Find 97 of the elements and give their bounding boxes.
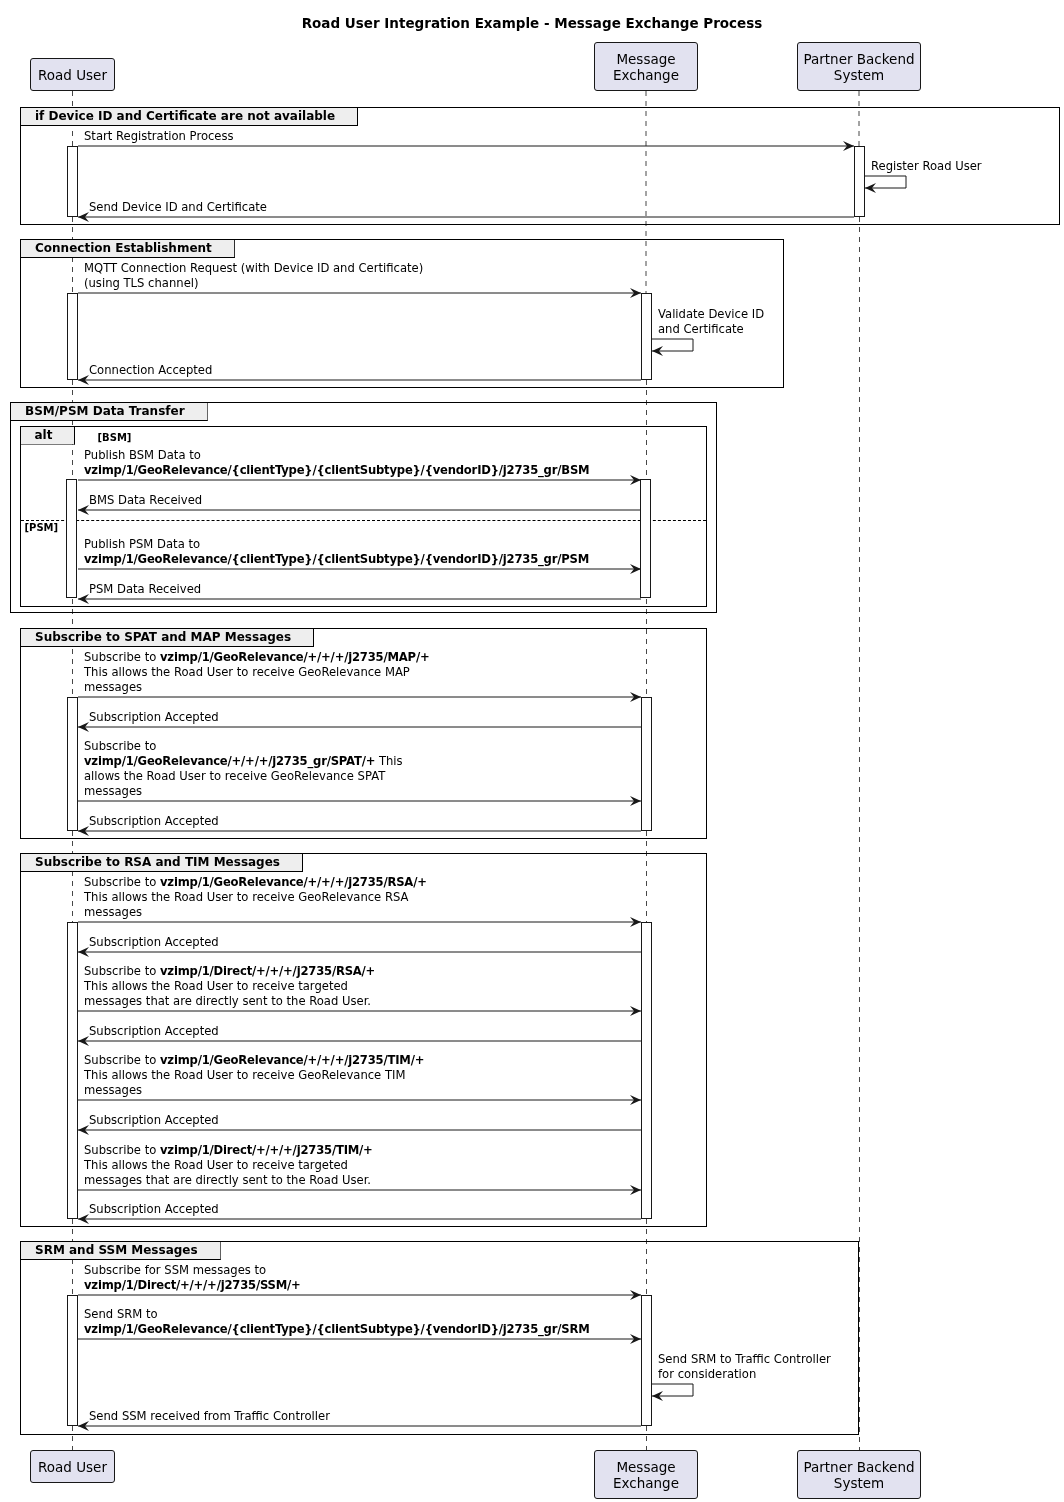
message-label: Subscription Accepted (89, 1202, 219, 1217)
message-label: Subscribe for SSM messages to vzimp/1/Direct/+/+/+/j2735/SSM/+ (84, 1263, 302, 1293)
message-label: Publish BSM Data to vzimp/1/GeoRelevance/{clientType}/{clientSubtype}/{vendorID}/j2735_gr/BSM (84, 448, 591, 478)
message-arrow (77, 1421, 642, 1431)
message-arrow (77, 1125, 642, 1135)
lifeline (72, 1218, 73, 1296)
message-label: MQTT Connection Request (with Device ID and Certificate) (using TLS channel) (84, 261, 425, 291)
lifeline (646, 830, 647, 923)
participant-box: Road User (30, 1450, 115, 1483)
message-label: Start Registration Process (84, 129, 234, 144)
message-label: Subscription Accepted (89, 935, 219, 950)
participant-box: Message Exchange (594, 1450, 698, 1499)
message-arrow (77, 1036, 642, 1046)
message-arrow (77, 375, 642, 385)
message-label: Send Device ID and Certificate (89, 200, 267, 215)
activation-bar (66, 292, 78, 380)
activation-bar (66, 145, 78, 217)
lifeline (645, 90, 647, 294)
message-label: Subscription Accepted (89, 710, 219, 725)
message-label: Subscription Accepted (89, 1113, 219, 1128)
activation-bar (853, 145, 865, 217)
group-frame (20, 628, 707, 839)
message-label: Subscribe to vzimp/1/GeoRelevance/+/+/+/j2735/RSA/+ This allows the Road User to receive GeoRelevance RSA messages (84, 875, 428, 920)
activation-bar (66, 696, 78, 831)
guard-condition: [BSM] (97, 431, 132, 444)
group-frame (20, 239, 784, 388)
message-arrow (77, 141, 855, 151)
message-label: Send SRM to Traffic Controller for consideration (658, 1352, 832, 1382)
activation-bar (640, 1294, 652, 1426)
message-arrow (77, 917, 642, 927)
group-frame (19, 425, 707, 607)
lifeline (646, 1425, 647, 1451)
group-frame (20, 853, 707, 1227)
message-arrow (77, 564, 642, 574)
lifeline (859, 216, 860, 1451)
frame-title: Connection Establishment (21, 240, 235, 258)
participant-box: Partner Backend System (797, 42, 921, 91)
message-arrow (77, 1290, 642, 1300)
message-label: Subscription Accepted (89, 1024, 219, 1039)
participant-box: Message Exchange (594, 42, 698, 91)
frame-title: if Device ID and Certificate are not available (21, 108, 359, 126)
message-arrow (77, 475, 642, 485)
message-arrow (77, 505, 642, 515)
message-label: Register Road User (871, 159, 982, 174)
activation-bar (66, 1294, 78, 1426)
self-message-arrow (651, 338, 694, 356)
participant-box: Road User (30, 58, 115, 91)
group-frame (20, 1241, 859, 1435)
lifeline (72, 216, 73, 294)
self-message-arrow (651, 1383, 694, 1401)
lifeline (72, 830, 73, 923)
guard-condition: [PSM] (24, 521, 59, 534)
message-label: Connection Accepted (89, 363, 213, 378)
frame-title: Subscribe to SPAT and MAP Messages (21, 629, 315, 647)
frame-title: BSM/PSM Data Transfer (11, 403, 208, 421)
message-arrow (77, 947, 642, 957)
self-message-arrow (864, 175, 907, 193)
participant-box: Partner Backend System (797, 1450, 921, 1499)
message-arrow (77, 1214, 642, 1224)
message-label: Validate Device ID and Certificate (658, 307, 766, 337)
message-arrow (77, 1006, 642, 1016)
message-label: Subscribe to vzimp/1/GeoRelevance/+/+/+/j2735_gr/SPAT/+ This allows the Road User to receive GeoRelevance SPAT messages (84, 739, 404, 799)
message-label: Subscribe to vzimp/1/Direct/+/+/+/j2735/RSA/+ This allows the Road User to receive targeted messages that are directly sent to the Road User. (84, 964, 377, 1009)
frame-title: Subscribe to RSA and TIM Messages (21, 854, 303, 872)
frame-title: SRM and SSM Messages (21, 1242, 221, 1260)
message-arrow (77, 1185, 642, 1195)
frame-title: alt (20, 426, 76, 445)
activation-bar (640, 921, 652, 1219)
message-arrow (77, 1095, 642, 1105)
lifeline (72, 1425, 73, 1451)
message-label: Subscribe to vzimp/1/GeoRelevance/+/+/+/j2735/MAP/+ This allows the Road User to receive GeoRelevance MAP messages (84, 650, 431, 695)
diagram-title: Road User Integration Example - Message Exchange Process (300, 15, 764, 31)
message-label: PSM Data Received (89, 582, 202, 597)
activation-bar (66, 479, 77, 598)
message-arrow (77, 1334, 642, 1344)
activation-bar (640, 696, 652, 831)
message-label: BMS Data Received (89, 493, 203, 508)
activation-bar (66, 921, 78, 1219)
group-frame (20, 107, 1060, 225)
message-label: Subscribe to vzimp/1/Direct/+/+/+/j2735/TIM/+ This allows the Road User to receive targeted messages that are directly sent to the Road User. (84, 1143, 374, 1188)
message-arrow (77, 594, 642, 604)
message-label: Send SRM to vzimp/1/GeoRelevance/{clientType}/{clientSubtype}/{vendorID}/j2735_gr/SRM (84, 1307, 591, 1337)
activation-bar (640, 479, 651, 598)
message-label: Subscription Accepted (89, 814, 219, 829)
message-label: Publish PSM Data to vzimp/1/GeoRelevance/{clientType}/{clientSubtype}/{vendorID}/j2735_gr/PSM (84, 537, 591, 567)
group-frame (10, 402, 717, 613)
lifeline (858, 90, 860, 147)
lifeline (646, 1218, 647, 1296)
message-arrow (77, 212, 855, 222)
message-arrow (77, 722, 642, 732)
message-label: Subscribe to vzimp/1/GeoRelevance/+/+/+/j2735/TIM/+ This allows the Road User to receive GeoRelevance TIM messages (84, 1053, 426, 1098)
activation-bar (640, 292, 652, 380)
message-arrow (77, 796, 642, 806)
message-arrow (77, 692, 642, 702)
message-arrow (77, 288, 642, 298)
message-label: Send SSM received from Traffic Controller (89, 1409, 330, 1424)
message-arrow (77, 826, 642, 836)
